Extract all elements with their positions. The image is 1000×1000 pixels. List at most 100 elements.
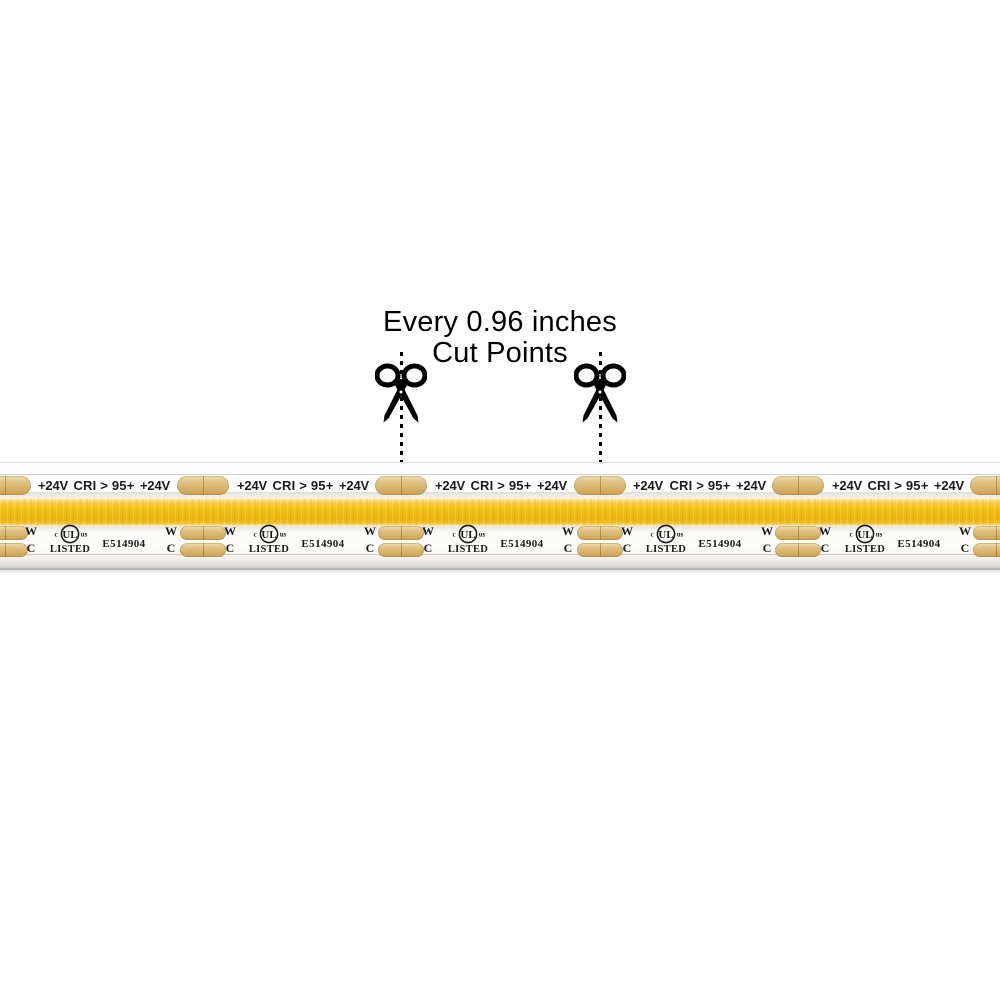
ul-listed-mark: UL c us LISTED bbox=[837, 524, 893, 556]
ul-file-number: E514904 bbox=[897, 538, 941, 550]
strip-top-sheen bbox=[0, 463, 1000, 473]
ul-file-number: E514904 bbox=[500, 538, 544, 550]
pad-cut-groove bbox=[996, 476, 997, 495]
pad-cut-groove bbox=[401, 526, 402, 540]
solder-pad-voltage bbox=[574, 476, 626, 495]
cob-shadow-top bbox=[0, 492, 1000, 499]
solder-pad-cool bbox=[0, 543, 28, 557]
ul-listed-text: LISTED bbox=[844, 544, 886, 555]
silkscreen-rule-top bbox=[0, 474, 1000, 475]
pad-cut-groove bbox=[203, 526, 204, 540]
svg-text:c: c bbox=[849, 531, 852, 539]
voltage-label: +24V bbox=[934, 478, 964, 493]
ul-listed-mark: UL c us LISTED bbox=[42, 524, 98, 556]
voltage-label: +24V bbox=[736, 478, 766, 493]
pad-cut-groove bbox=[600, 476, 601, 495]
warm-channel-label: W bbox=[959, 524, 971, 538]
warm-channel-label: W bbox=[364, 524, 376, 538]
warm-channel-label: W bbox=[819, 524, 831, 538]
svg-text:us: us bbox=[280, 531, 287, 539]
voltage-label: +24V bbox=[38, 478, 68, 493]
cool-channel-label: C bbox=[26, 541, 36, 555]
ul-file-number: E514904 bbox=[102, 538, 146, 550]
warm-channel-label: W bbox=[621, 524, 633, 538]
warm-channel-label: W bbox=[422, 524, 434, 538]
ul-listed-mark: UL c us LISTED bbox=[638, 524, 694, 556]
svg-text:c: c bbox=[253, 531, 256, 539]
warm-channel-label: W bbox=[224, 524, 236, 538]
voltage-label: +24V bbox=[537, 478, 567, 493]
solder-pad-voltage bbox=[970, 476, 1000, 495]
pad-cut-groove bbox=[600, 543, 601, 557]
solder-pad-warm bbox=[378, 526, 424, 540]
cut-points-label: Cut Points bbox=[432, 337, 568, 369]
svg-text:us: us bbox=[677, 531, 684, 539]
ul-listed-text: LISTED bbox=[645, 544, 687, 555]
voltage-label: +24V bbox=[140, 478, 170, 493]
cob-phosphor-band bbox=[0, 498, 1000, 526]
voltage-label: +24V bbox=[339, 478, 369, 493]
svg-text:UL: UL bbox=[62, 529, 77, 541]
scissors-icon bbox=[374, 362, 428, 424]
voltage-label: +24V bbox=[832, 478, 862, 493]
cool-channel-label: C bbox=[166, 541, 176, 555]
cut-spacing-label: Every 0.96 inches bbox=[383, 306, 617, 338]
pad-cut-groove bbox=[996, 543, 997, 557]
svg-text:UL: UL bbox=[261, 529, 276, 541]
pad-cut-groove bbox=[401, 543, 402, 557]
svg-text:us: us bbox=[479, 531, 486, 539]
warm-channel-label: W bbox=[562, 524, 574, 538]
solder-pad-cool bbox=[775, 543, 821, 557]
pad-cut-groove bbox=[798, 526, 799, 540]
pad-cut-groove bbox=[5, 543, 6, 557]
pad-cut-groove bbox=[5, 526, 6, 540]
cool-channel-label: C bbox=[820, 541, 830, 555]
solder-pad-voltage bbox=[0, 476, 31, 495]
solder-pad-warm bbox=[775, 526, 821, 540]
pad-cut-groove bbox=[996, 526, 997, 540]
svg-text:UL: UL bbox=[658, 529, 673, 541]
pad-cut-groove bbox=[798, 543, 799, 557]
cool-channel-label: C bbox=[423, 541, 433, 555]
svg-text:UL: UL bbox=[857, 529, 872, 541]
ul-listed-mark: UL c us LISTED bbox=[440, 524, 496, 556]
ul-file-number: E514904 bbox=[301, 538, 345, 550]
solder-pad-warm bbox=[0, 526, 28, 540]
cool-channel-label: C bbox=[225, 541, 235, 555]
voltage-label: +24V bbox=[633, 478, 663, 493]
pad-cut-groove bbox=[401, 476, 402, 495]
pad-cut-groove bbox=[600, 526, 601, 540]
pad-cut-groove bbox=[203, 476, 204, 495]
solder-pad-warm bbox=[180, 526, 226, 540]
warm-channel-label: W bbox=[25, 524, 37, 538]
solder-pad-voltage bbox=[772, 476, 824, 495]
cri-label: CRI > 95+ bbox=[272, 478, 334, 493]
cri-label: CRI > 95+ bbox=[669, 478, 731, 493]
strip-drop-shadow bbox=[0, 568, 1000, 575]
svg-text:UL: UL bbox=[460, 529, 475, 541]
ul-listed-text: LISTED bbox=[248, 544, 290, 555]
svg-text:c: c bbox=[452, 531, 455, 539]
solder-pad-voltage bbox=[375, 476, 427, 495]
voltage-label: +24V bbox=[237, 478, 267, 493]
solder-pad-cool bbox=[577, 543, 623, 557]
scissors-icon bbox=[573, 362, 627, 424]
cool-channel-label: C bbox=[563, 541, 573, 555]
ul-listed-text: LISTED bbox=[49, 544, 91, 555]
svg-text:c: c bbox=[650, 531, 653, 539]
cool-channel-label: C bbox=[960, 541, 970, 555]
solder-pad-cool bbox=[973, 543, 1000, 557]
warm-channel-label: W bbox=[165, 524, 177, 538]
cut-dotted-line bbox=[399, 352, 403, 468]
cool-channel-label: C bbox=[365, 541, 375, 555]
solder-pad-cool bbox=[180, 543, 226, 557]
ul-file-number: E514904 bbox=[698, 538, 742, 550]
pad-cut-groove bbox=[5, 476, 6, 495]
svg-text:c: c bbox=[54, 531, 57, 539]
cri-label: CRI > 95+ bbox=[867, 478, 929, 493]
silkscreen-rule-bottom bbox=[0, 554, 1000, 555]
pad-cut-groove bbox=[203, 543, 204, 557]
solder-pad-voltage bbox=[177, 476, 229, 495]
